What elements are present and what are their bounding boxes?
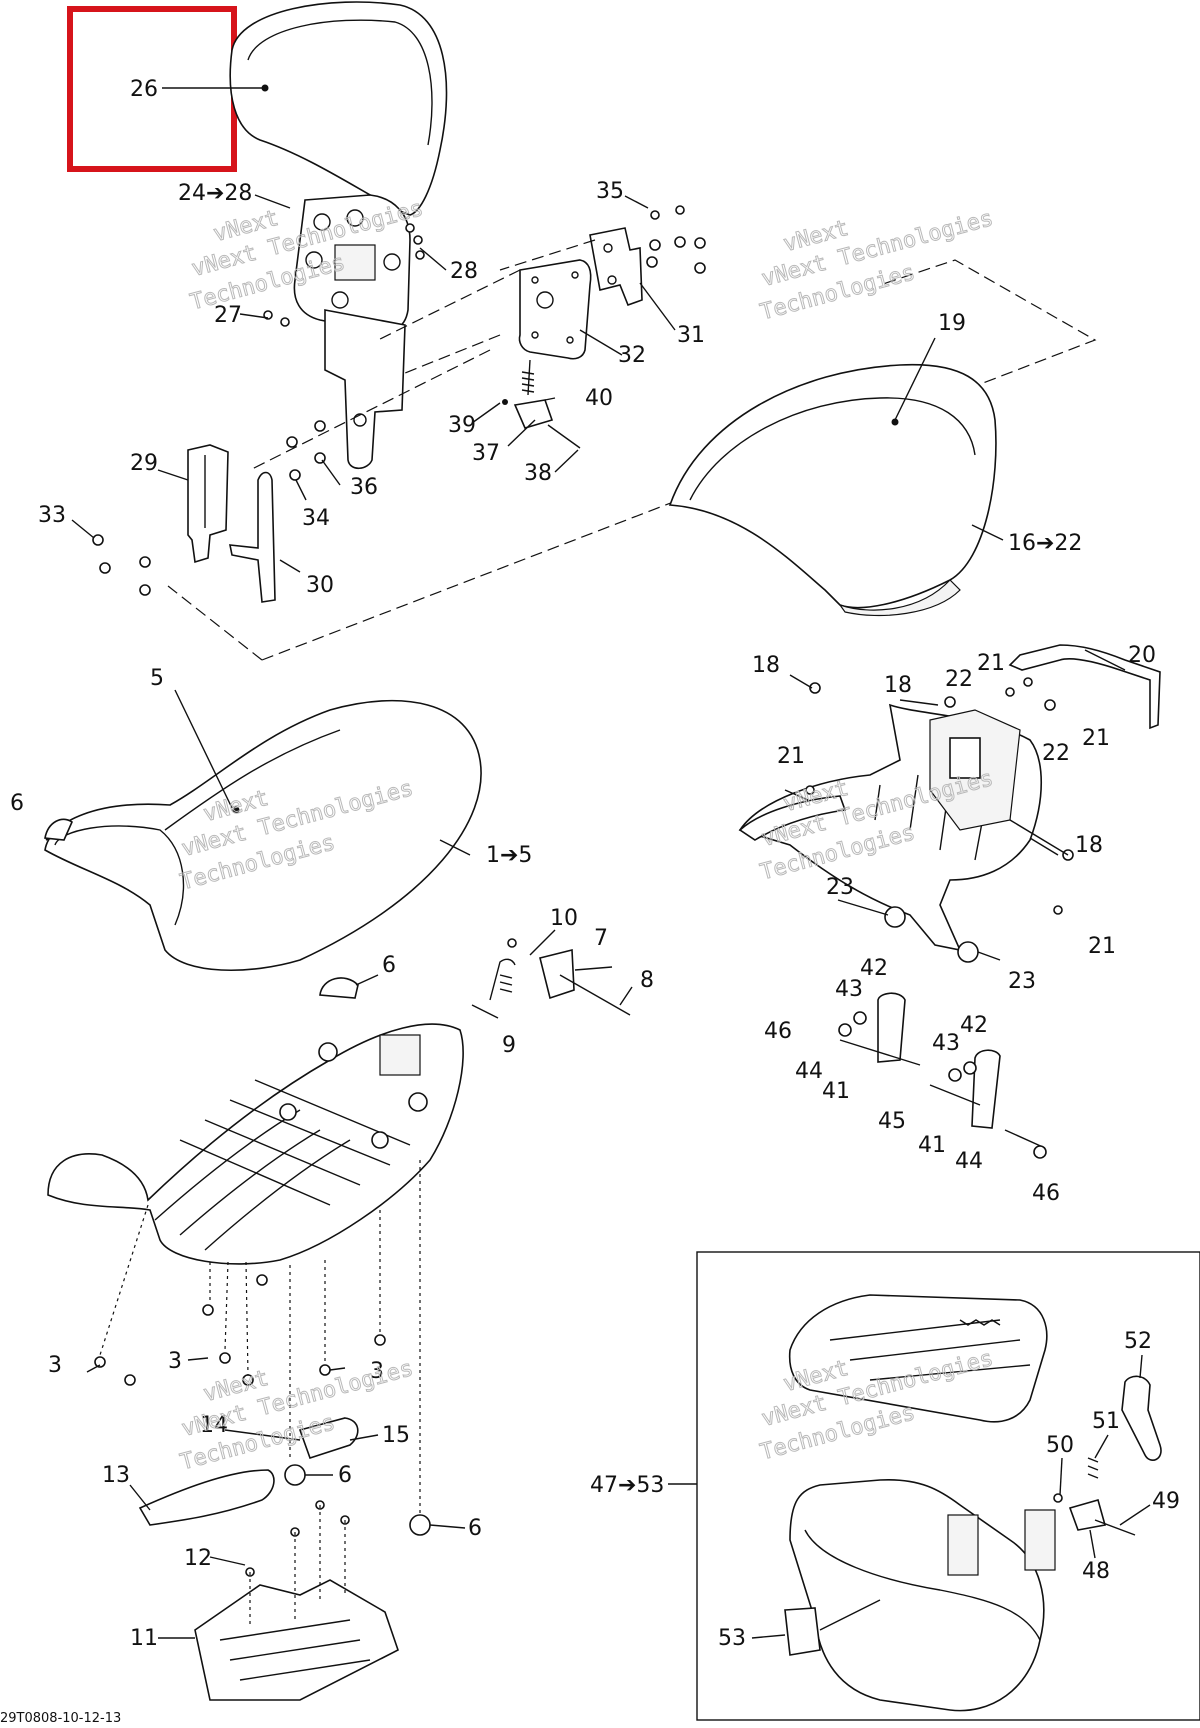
callout-32: 32 — [618, 343, 646, 368]
callout-6-c: 6 — [338, 1463, 352, 1488]
rider-seat — [44, 699, 482, 972]
callout-44-b: 44 — [955, 1149, 983, 1174]
callout-13: 13 — [102, 1463, 130, 1488]
callout-51: 51 — [1092, 1409, 1120, 1434]
callout-3-c: 3 — [370, 1359, 384, 1384]
callout-52: 52 — [1124, 1329, 1152, 1354]
callout-21-c: 21 — [1082, 726, 1110, 751]
fastener-guides — [99, 1160, 421, 1515]
seat-latch — [489, 938, 631, 1016]
callout-10: 10 — [550, 906, 578, 931]
callout-50: 50 — [1046, 1433, 1074, 1458]
callout-46-a: 46 — [764, 1019, 792, 1044]
callout-44-a: 44 — [795, 1059, 823, 1084]
callout-41-a: 41 — [822, 1079, 850, 1104]
callout-5: 5 — [150, 666, 164, 691]
callout-3-a: 3 — [48, 1353, 62, 1378]
support-tubes — [838, 992, 1047, 1159]
callout-34: 34 — [302, 506, 330, 531]
backrest-frame — [293, 194, 411, 470]
callout-40: 40 — [585, 386, 613, 411]
callout-1-5: 1➔5 — [486, 843, 532, 868]
storage-tray — [789, 1479, 1056, 1712]
drawing-code: 29T0808-10-12-13 — [0, 1711, 121, 1726]
callout-37: 37 — [472, 441, 500, 466]
seat-caps — [44, 818, 359, 999]
callout-6-d: 6 — [468, 1516, 482, 1541]
callout-49: 49 — [1152, 1489, 1180, 1514]
callout-38: 38 — [524, 461, 552, 486]
support-brackets — [92, 444, 276, 603]
callout-21-d: 21 — [1088, 934, 1116, 959]
seat-pads — [138, 1417, 431, 1536]
leader-lines-lower — [129, 1354, 1151, 1639]
callout-45: 45 — [878, 1109, 906, 1134]
grab-rod — [1008, 644, 1161, 730]
rider-seat-base — [47, 1023, 464, 1265]
callout-23-b: 23 — [1008, 969, 1036, 994]
storage-kit-frame — [696, 1251, 1200, 1721]
callout-20: 20 — [1128, 643, 1156, 668]
callout-21-a: 21 — [777, 744, 805, 769]
callout-3-b: 3 — [168, 1349, 182, 1374]
callout-47-53: 47➔53 — [590, 1473, 664, 1498]
callout-15: 15 — [382, 1423, 410, 1448]
callout-22-b: 22 — [1042, 741, 1070, 766]
callout-42-b: 42 — [960, 1013, 988, 1038]
leader-lines — [71, 87, 1126, 1373]
top-hardware — [263, 205, 706, 481]
callout-42-a: 42 — [860, 956, 888, 981]
backrest-assembly-outline — [261, 259, 1097, 661]
callout-18-b: 18 — [884, 673, 912, 698]
latch-mechanism — [502, 359, 581, 449]
callout-33: 33 — [38, 503, 66, 528]
callout-7: 7 — [594, 926, 608, 951]
callout-35: 35 — [596, 179, 624, 204]
callout-9: 9 — [502, 1033, 516, 1058]
callout-6-b: 6 — [382, 953, 396, 978]
callout-27: 27 — [214, 303, 242, 328]
storage-latch — [784, 1375, 1162, 1656]
callout-labels: 26 24➔28 28 27 35 31 32 40 39 37 38 29 3… — [10, 77, 1180, 1651]
skid-plate — [194, 1500, 399, 1701]
passenger-seat-base — [738, 703, 1042, 963]
callout-6-a: 6 — [10, 791, 24, 816]
backrest-cushion — [229, 1, 448, 216]
callout-43-b: 43 — [932, 1031, 960, 1056]
storage-lid — [788, 1294, 1048, 1423]
callout-30: 30 — [306, 573, 334, 598]
callout-39: 39 — [448, 413, 476, 438]
screws-3 — [94, 1274, 386, 1386]
callout-46-b: 46 — [1032, 1181, 1060, 1206]
callout-8: 8 — [640, 968, 654, 993]
callout-18-c: 18 — [1075, 833, 1103, 858]
callout-14: 14 — [200, 1413, 228, 1438]
callout-23-a: 23 — [826, 875, 854, 900]
passenger-seat — [668, 363, 997, 617]
callout-41-b: 41 — [918, 1133, 946, 1158]
callout-43-a: 43 — [835, 977, 863, 1002]
callout-12: 12 — [184, 1546, 212, 1571]
callout-31: 31 — [677, 323, 705, 348]
callout-11: 11 — [130, 1626, 158, 1651]
callout-26: 26 — [130, 77, 158, 102]
callout-29: 29 — [130, 451, 158, 476]
callout-48: 48 — [1082, 1559, 1110, 1584]
callout-24-28: 24➔28 — [178, 181, 252, 206]
callout-16-22: 16➔22 — [1008, 531, 1082, 556]
callout-19: 19 — [938, 311, 966, 336]
hinge-bracket — [518, 227, 643, 360]
callout-28: 28 — [450, 259, 478, 284]
callout-21-b: 21 — [977, 651, 1005, 676]
callout-36: 36 — [350, 475, 378, 500]
callout-18-a: 18 — [752, 653, 780, 678]
callout-22-a: 22 — [945, 667, 973, 692]
callout-53: 53 — [718, 1626, 746, 1651]
